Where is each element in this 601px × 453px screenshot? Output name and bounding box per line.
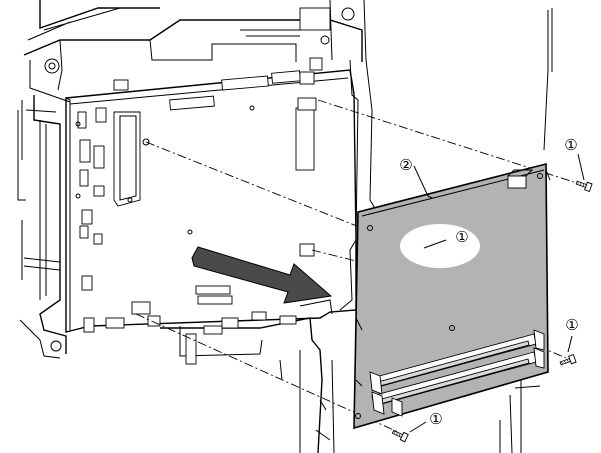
board-plate xyxy=(353,162,549,430)
screw-bottom xyxy=(391,429,409,443)
callout-label: ① xyxy=(429,410,442,428)
callout-board: ② xyxy=(399,156,433,199)
callout-label: ① xyxy=(455,228,468,246)
arrow-icon xyxy=(191,246,333,304)
machine-frame xyxy=(17,0,553,453)
callout-screw-right-middle: ① xyxy=(565,316,579,353)
callout-screw-top-right: ① xyxy=(564,136,585,181)
control-board xyxy=(353,162,549,430)
callout-screw-bottom: ① xyxy=(409,410,443,433)
callout-label: ① xyxy=(564,136,577,154)
callout-screw-on-board: ① xyxy=(400,224,480,268)
screw-icon xyxy=(391,429,409,443)
screw-icon xyxy=(559,353,577,366)
screw-icon xyxy=(575,180,593,193)
chassis-components xyxy=(75,57,333,365)
callout-label: ① xyxy=(565,316,578,334)
screw-right-middle xyxy=(559,353,577,366)
screw-top-right xyxy=(575,180,593,193)
callout-label: ② xyxy=(399,156,412,174)
removal-arrow xyxy=(191,246,333,304)
